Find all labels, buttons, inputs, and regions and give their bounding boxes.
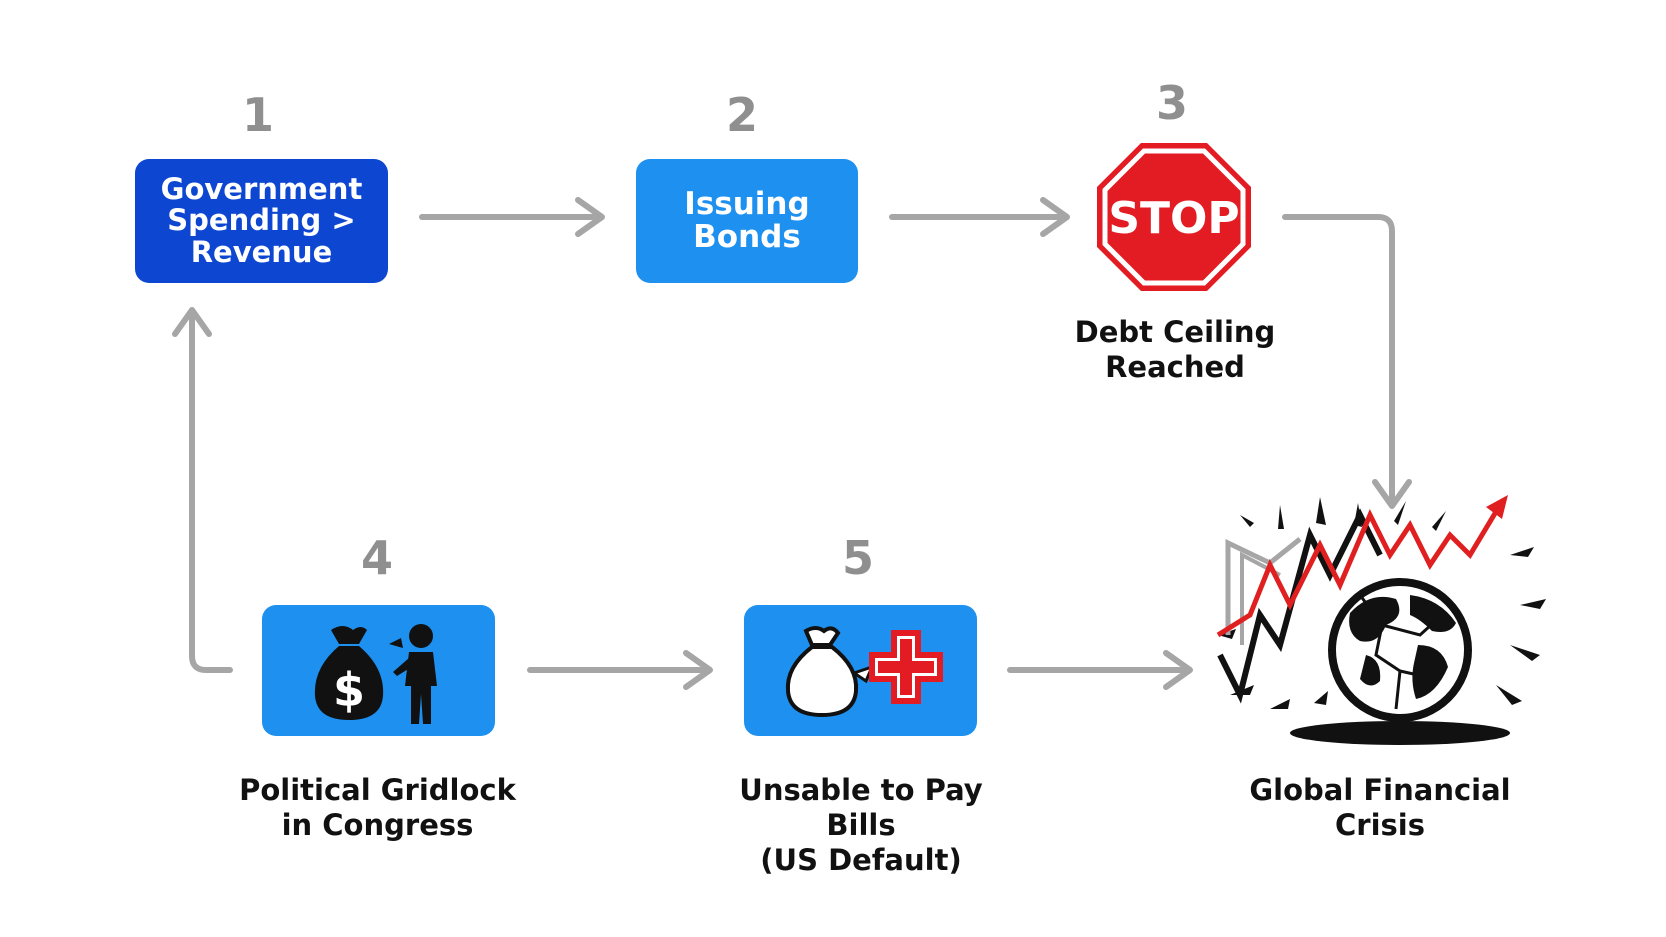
- step-4-box: $: [262, 605, 495, 736]
- stop-sign-icon: STOP: [1097, 143, 1251, 291]
- step-5-caption: Unsable to Pay Bills (US Default): [739, 773, 983, 877]
- svg-text:$: $: [332, 663, 364, 717]
- step-number-5: 5: [841, 531, 874, 585]
- step-number-2: 2: [725, 88, 758, 142]
- step-number-1: 1: [241, 88, 274, 142]
- money-bag-red-cross-icon: [785, 625, 943, 717]
- money-bag-person-icon: $: [314, 623, 437, 724]
- stop-sign-text: STOP: [1108, 193, 1239, 244]
- arrow-1-to-2: [419, 197, 605, 237]
- step-5-box: [744, 605, 977, 736]
- outcome-caption: Global Financial Crisis: [1249, 773, 1511, 842]
- step-4-caption: Political Gridlock in Congress: [239, 773, 516, 842]
- step-3-caption: Debt Ceiling Reached: [1074, 315, 1276, 384]
- arrow-3-to-outcome: [1282, 214, 1412, 509]
- step-1-label: Government Spending > Revenue: [160, 172, 363, 269]
- arrow-4-to-1: [172, 307, 233, 673]
- shattered-globe-chart-icon: [1216, 495, 1546, 745]
- step-2-label: Issuing Bonds: [684, 185, 810, 255]
- step-1-box: Government Spending > Revenue: [135, 159, 388, 283]
- arrow-4-to-5: [527, 650, 713, 690]
- step-number-4: 4: [360, 531, 393, 585]
- step-number-3: 3: [1155, 76, 1188, 130]
- arrow-2-to-3: [889, 197, 1070, 237]
- step-2-box: Issuing Bonds: [636, 159, 858, 283]
- arrow-5-to-outcome: [1007, 650, 1193, 690]
